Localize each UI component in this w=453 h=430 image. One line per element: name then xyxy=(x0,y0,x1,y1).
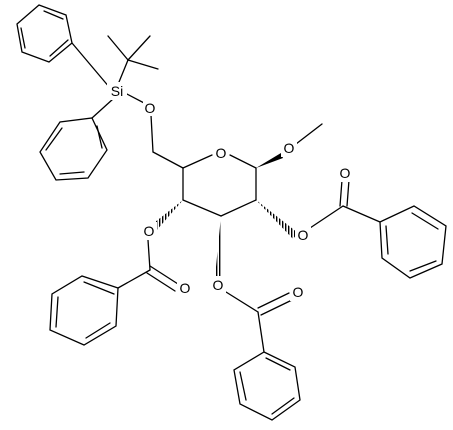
pyranose-ring xyxy=(152,151,257,217)
c3-benzoyl-phenyl-ring xyxy=(233,351,301,421)
lower-phenyl-ring xyxy=(39,117,108,181)
si-lower-phenyl-bond xyxy=(91,98,114,119)
atom-c3-ester-oxygen: O xyxy=(210,276,226,294)
atom-anomeric-oxygen: O xyxy=(281,139,297,157)
c2-hashed-bond xyxy=(256,200,298,239)
anomeric-wedge-bond xyxy=(256,153,283,168)
c4-hashed-bond xyxy=(150,200,183,232)
methoxy-methyl-bond xyxy=(295,123,323,145)
c2-carbonyl-double-a xyxy=(339,179,343,207)
si-oxygen-bond xyxy=(124,92,147,105)
c4-carbonyl-double-a xyxy=(149,265,179,285)
tert-butyl-group xyxy=(107,35,159,83)
c2-benzoyl-phenyl-ring xyxy=(379,205,447,279)
atom-silicon: Si xyxy=(107,82,127,100)
svg-text:O: O xyxy=(284,140,295,156)
svg-text:O: O xyxy=(145,100,156,116)
svg-text:O: O xyxy=(298,227,309,243)
atom-ring-oxygen: O xyxy=(213,144,229,162)
svg-text:Si: Si xyxy=(111,83,123,99)
svg-text:O: O xyxy=(340,165,351,181)
c4-o-carbonyl-bond xyxy=(147,239,151,271)
c4-carbonyl-double-b xyxy=(146,272,176,292)
c3-o-carbonyl-bond xyxy=(225,291,259,313)
oxygen-ch2-bond xyxy=(150,114,154,153)
atom-c2-ester-oxygen: O xyxy=(295,226,311,244)
atom-c3-carbonyl-oxygen: O xyxy=(290,283,306,301)
atom-c2-carbonyl-oxygen: O xyxy=(337,164,353,182)
c2-carbonyl-double-b xyxy=(346,179,350,207)
atom-c4-carbonyl-oxygen: O xyxy=(177,279,193,297)
upper-phenyl-ring xyxy=(16,4,73,63)
svg-text:O: O xyxy=(144,223,155,239)
c3-carbonyl-double-a xyxy=(257,292,290,309)
svg-text:O: O xyxy=(180,280,191,296)
c2-o-carbonyl-bond xyxy=(309,205,344,229)
c4-carbonyl-ring-bond xyxy=(117,269,151,289)
atom-silyl-ether-oxygen: O xyxy=(143,100,157,116)
svg-text:O: O xyxy=(213,277,224,293)
svg-text:O: O xyxy=(293,284,304,300)
c3-hashed-bond xyxy=(215,216,221,277)
c3-carbonyl-double-b xyxy=(260,299,293,316)
c3-carbonyl-ring-bond xyxy=(257,311,265,353)
si-upper-phenyl-bond xyxy=(71,42,111,89)
atom-c4-ester-oxygen: O xyxy=(141,222,157,240)
svg-text:O: O xyxy=(216,145,227,161)
c4-benzoyl-phenyl-ring xyxy=(49,275,119,346)
c2-carbonyl-ring-bond xyxy=(342,205,381,223)
